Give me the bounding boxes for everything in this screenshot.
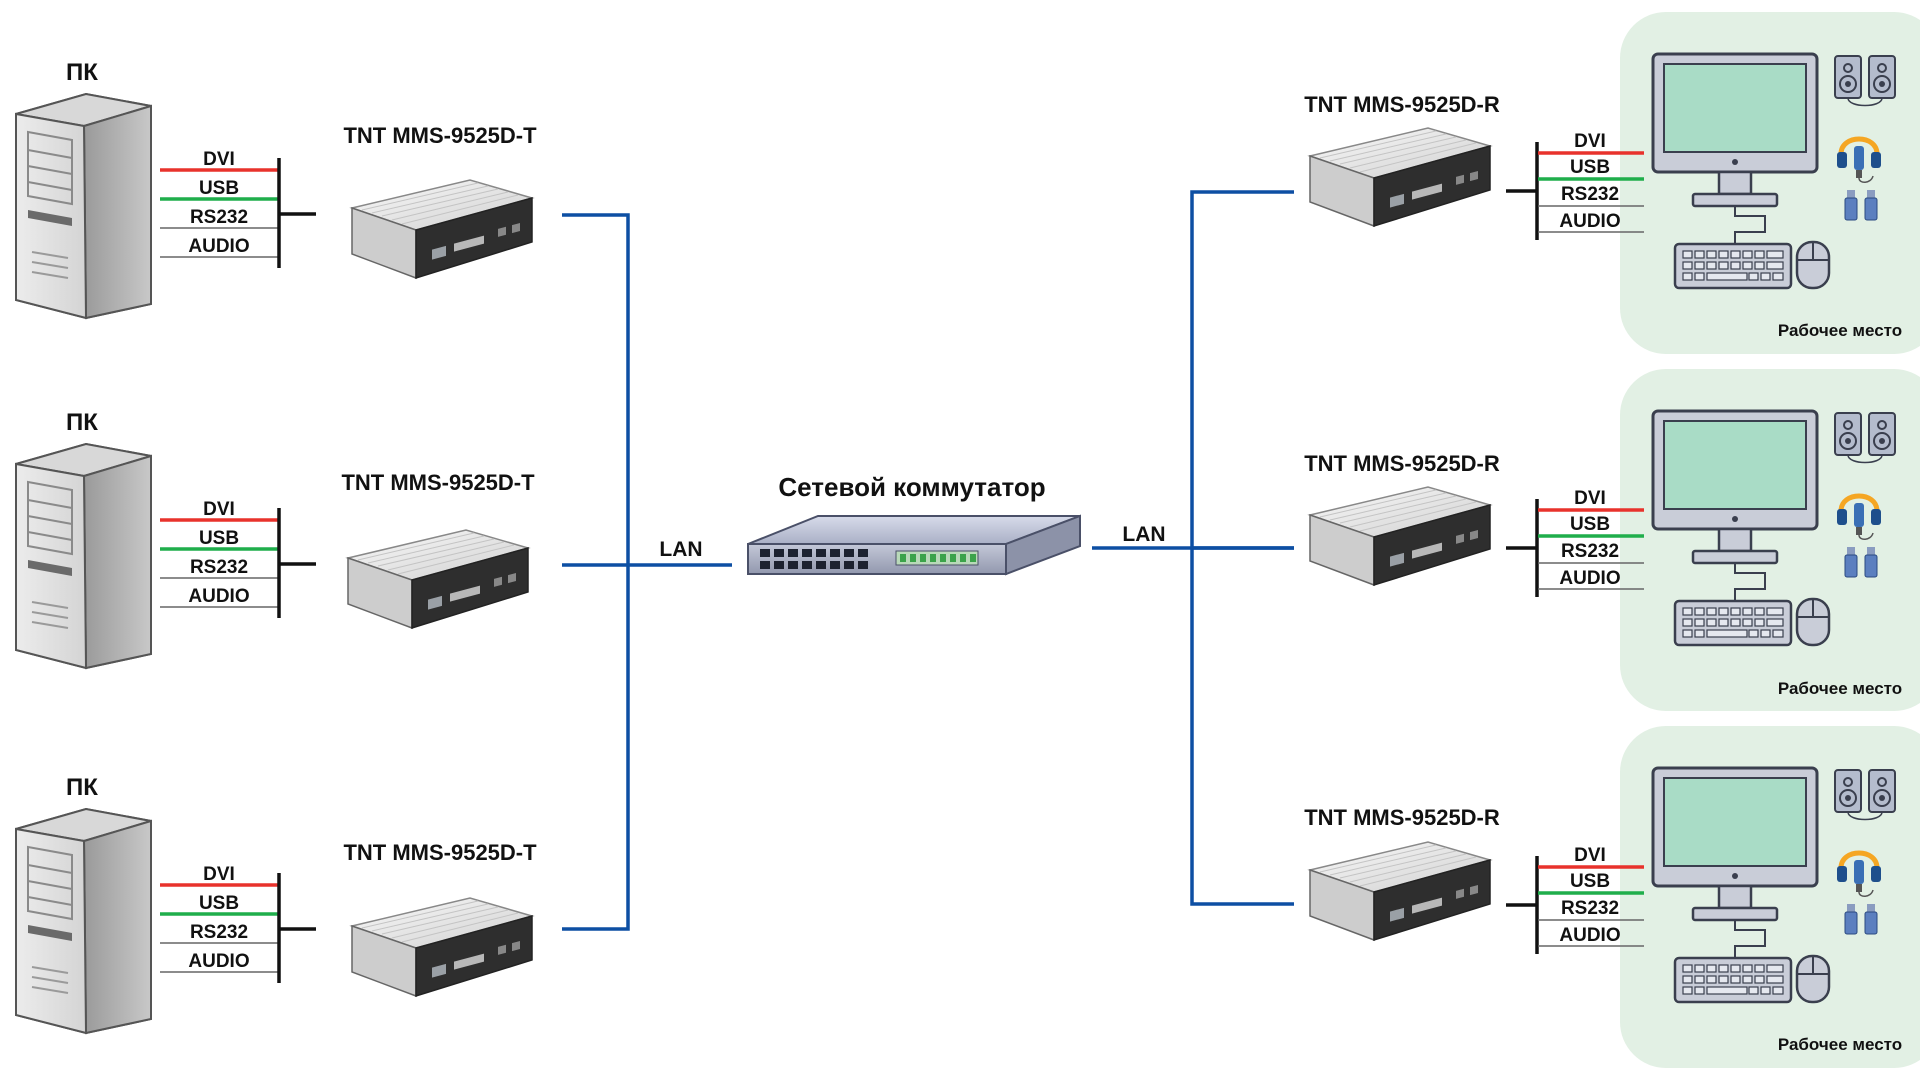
transmitter-device-icon bbox=[347, 529, 529, 629]
monitor-keyboard-mouse-icon bbox=[1651, 766, 1831, 1004]
signal-label: RS232 bbox=[1561, 541, 1619, 562]
workstation-label: Рабочее место bbox=[1778, 1035, 1902, 1054]
signal-label: USB bbox=[1570, 157, 1610, 178]
signal-label: DVI bbox=[203, 149, 235, 170]
signal-label: USB bbox=[199, 893, 239, 914]
receiver-label: TNT MMS-9525D-R bbox=[1304, 805, 1500, 830]
signal-label: DVI bbox=[203, 864, 235, 885]
signal-label: DVI bbox=[203, 499, 235, 520]
pc-label: ПК bbox=[66, 59, 98, 86]
signal-bundle: DVI USB RS232 AUDIO bbox=[160, 864, 316, 983]
signal-label: USB bbox=[1570, 871, 1610, 892]
receiver-device-icon bbox=[1309, 127, 1491, 227]
receiver-device-icon bbox=[1309, 841, 1491, 941]
signal-label: USB bbox=[1570, 514, 1610, 535]
lan-line-tx-bus bbox=[562, 213, 630, 931]
workstation-label: Рабочее место bbox=[1778, 321, 1902, 340]
pc-tower-icon bbox=[15, 93, 152, 319]
signal-bundle: DVI USB RS232 AUDIO bbox=[160, 149, 316, 268]
transmitter-label: TNT MMS-9525D-T bbox=[343, 840, 537, 865]
transmitter-row: ПК DVI USB RS232 AUDIO TNT MMS-9525D-T bbox=[15, 59, 537, 319]
signal-label: RS232 bbox=[1561, 898, 1619, 919]
lan-cabling bbox=[562, 190, 1294, 931]
lan-label-left: LAN bbox=[659, 538, 702, 561]
signal-label: RS232 bbox=[1561, 184, 1619, 205]
signal-label: RS232 bbox=[190, 557, 248, 578]
signal-label: DVI bbox=[1574, 845, 1606, 866]
signal-label: RS232 bbox=[190, 207, 248, 228]
monitor-keyboard-mouse-icon bbox=[1651, 409, 1831, 647]
transmitter-row: ПК DVI USB RS232 AUDIO TNT MMS-9525D-T bbox=[15, 774, 537, 1034]
signal-label: AUDIO bbox=[188, 951, 249, 972]
signal-bundle: DVI USB RS232 AUDIO bbox=[1506, 131, 1644, 240]
signal-label: AUDIO bbox=[188, 236, 249, 257]
receiver-row: TNT MMS-9525D-R DVI USB RS232 AUDIO Рабо… bbox=[1304, 369, 1920, 711]
signal-label: DVI bbox=[1574, 131, 1606, 152]
transmitter-label: TNT MMS-9525D-T bbox=[341, 470, 535, 495]
transmitter-device-icon bbox=[351, 179, 533, 279]
signal-label: AUDIO bbox=[1559, 568, 1620, 589]
pc-tower-icon bbox=[15, 443, 152, 669]
signal-bundle: DVI USB RS232 AUDIO bbox=[1506, 488, 1644, 597]
pc-label: ПК bbox=[66, 409, 98, 436]
monitor-keyboard-mouse-icon bbox=[1651, 52, 1831, 290]
receiver-row: TNT MMS-9525D-R DVI USB RS232 AUDIO Рабо… bbox=[1304, 726, 1920, 1068]
signal-label: AUDIO bbox=[188, 586, 249, 607]
receiver-row: TNT MMS-9525D-R DVI USB RS232 AUDIO Рабо… bbox=[1304, 12, 1920, 354]
signal-label: USB bbox=[199, 528, 239, 549]
signal-label: DVI bbox=[1574, 488, 1606, 509]
signal-bundle: DVI USB RS232 AUDIO bbox=[1506, 845, 1644, 954]
receiver-device-icon bbox=[1309, 486, 1491, 586]
receiver-label: TNT MMS-9525D-R bbox=[1304, 92, 1500, 117]
lan-label-right: LAN bbox=[1122, 523, 1165, 546]
signal-label: AUDIO bbox=[1559, 211, 1620, 232]
signal-label: AUDIO bbox=[1559, 925, 1620, 946]
network-switch-icon bbox=[747, 514, 1081, 576]
transmitter-device-icon bbox=[351, 897, 533, 997]
signal-label: USB bbox=[199, 178, 239, 199]
signal-label: RS232 bbox=[190, 922, 248, 943]
transmitter-label: TNT MMS-9525D-T bbox=[343, 123, 537, 148]
pc-tower-icon bbox=[15, 808, 152, 1034]
pc-label: ПК bbox=[66, 774, 98, 801]
transmitter-row: ПК DVI USB RS232 AUDIO TNT MMS-9525D-T bbox=[15, 409, 535, 669]
workstation-label: Рабочее место bbox=[1778, 679, 1902, 698]
signal-bundle: DVI USB RS232 AUDIO bbox=[160, 499, 316, 618]
receiver-label: TNT MMS-9525D-R bbox=[1304, 451, 1500, 476]
switch-label: Сетевой коммутатор bbox=[778, 472, 1045, 502]
